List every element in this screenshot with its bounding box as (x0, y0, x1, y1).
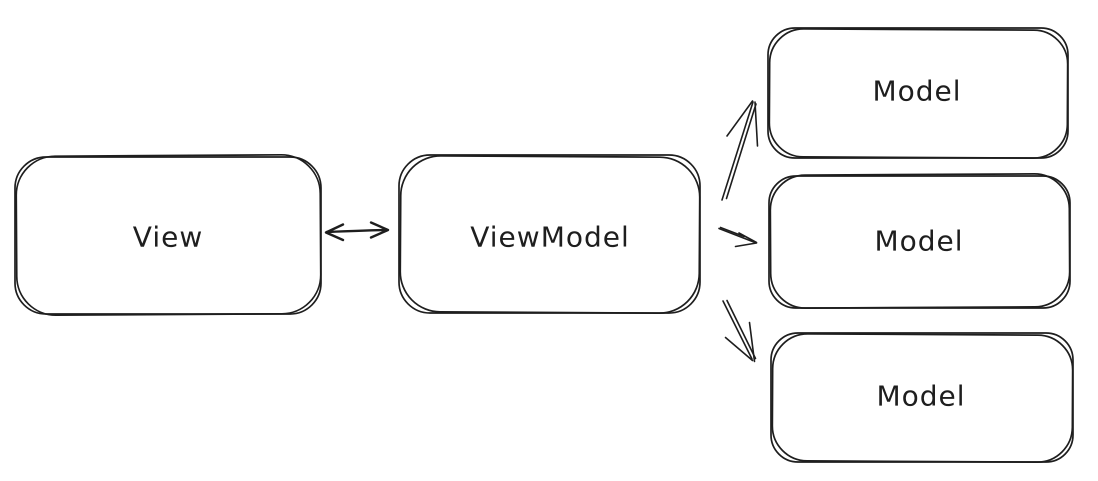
model-2-arrow-shaft (718, 227, 756, 244)
model-1-arrow-head-left-barb (726, 100, 754, 137)
model-2-arrow-head-lower-barb (734, 242, 758, 248)
model-3-arrow-shaft (722, 300, 753, 360)
model-3-node-rect-overdraw (771, 333, 1074, 463)
model-2-node-rect-overdraw (769, 173, 1071, 309)
model-1-arrow-shaft (721, 101, 754, 201)
model-2-arrow-head-upper-barb (738, 232, 758, 244)
model-1-node-rect-overdraw (768, 28, 1069, 159)
bidirectional-arrow-shaft (325, 228, 388, 234)
model-1-node-outline (767, 27, 1069, 159)
model-3-arrow-head-left-barb (724, 336, 754, 362)
bidirectional-arrow-right-head (369, 221, 390, 239)
viewmodel-node-outline (398, 154, 701, 315)
bidirectional-arrow-left-head (324, 223, 345, 242)
viewmodel-model-3-arrow (722, 299, 757, 363)
model-3-node-label: Model (876, 379, 966, 413)
model-3-node-outline (770, 332, 1074, 463)
model-3-arrow-shaft-overdraw (726, 299, 757, 360)
viewmodel-node-label: ViewModel (470, 220, 630, 254)
view-viewmodel-bidirectional-arrow (324, 221, 390, 242)
model-2-node-label: Model (874, 224, 964, 258)
view-node-label: View (132, 220, 204, 254)
model-1-node-label: Model (872, 74, 962, 108)
model-1-arrow-head-right-barb (754, 101, 759, 147)
model-2-node-outline (768, 173, 1071, 309)
viewmodel-node-rect-overdraw (399, 154, 701, 315)
view-node-rect-overdraw (15, 153, 322, 317)
model-1-arrow-shaft-overdraw (725, 103, 757, 200)
model-3-arrow-head-right-barb (748, 321, 756, 363)
viewmodel-model-1-arrow (721, 100, 759, 201)
viewmodel-model-2-arrow (718, 226, 758, 248)
model-2-arrow-shaft-overdraw (719, 226, 745, 238)
view-node-outline (14, 153, 322, 317)
